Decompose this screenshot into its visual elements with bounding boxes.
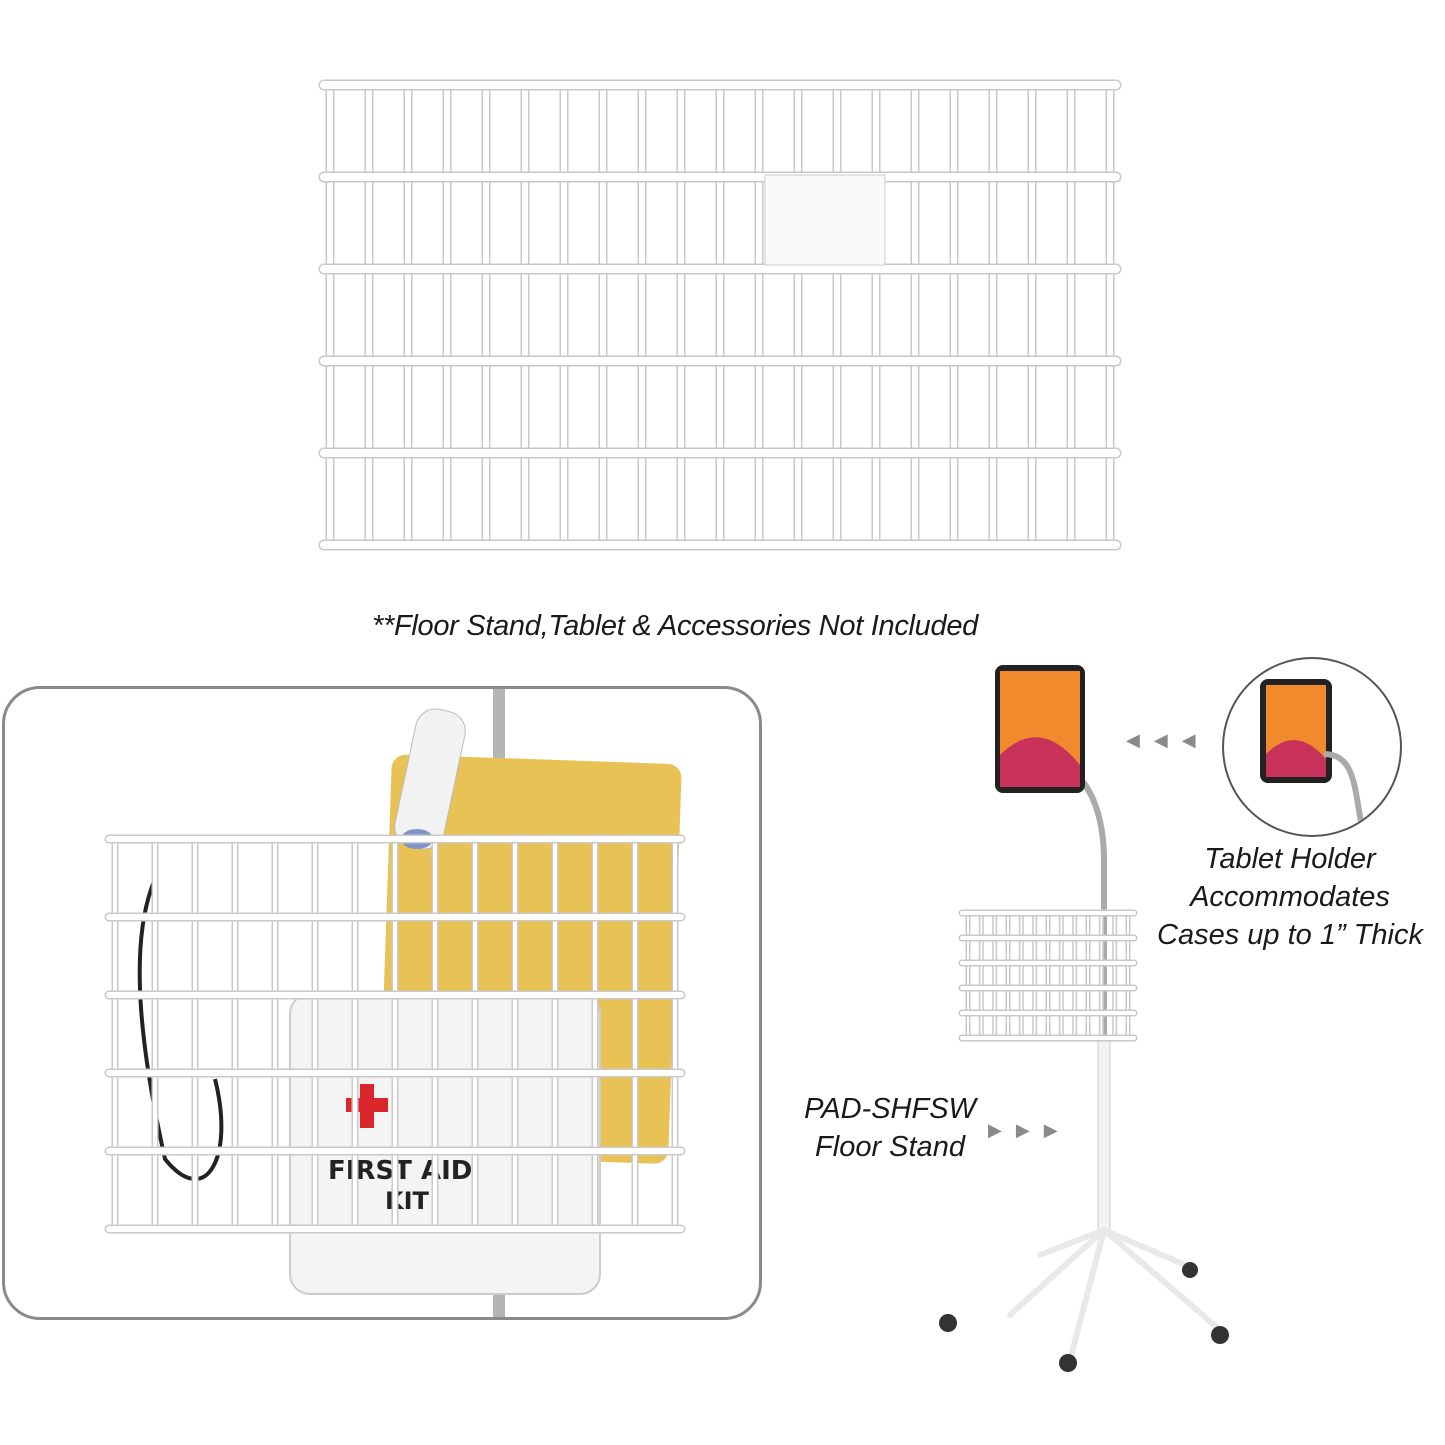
- tablet-holder-label-line: Tablet Holder: [1204, 843, 1376, 875]
- arrow-right-icon: ▶: [1043, 1120, 1072, 1140]
- floor-stand-label: PAD-SHFSW Floor Stand: [790, 1090, 990, 1166]
- floor-stand-label-line: Floor Stand: [815, 1131, 965, 1163]
- tablet-holder-label-line: Cases up to 1” Thick: [1157, 919, 1423, 951]
- stand-pointer-arrows: ▶▶▶: [988, 1120, 1072, 1141]
- not-included-caption: **Floor Stand,Tablet & Accessories Not I…: [372, 610, 978, 642]
- arrow-left-icon: ◀: [1153, 730, 1182, 750]
- arrow-right-icon: ▶: [988, 1120, 1016, 1140]
- floor-stand-image: [939, 665, 1229, 1372]
- mounting-plate: [764, 174, 886, 266]
- in-use-inset-panel: FIRST AID KIT: [2, 686, 762, 1320]
- tablet-holder-label-line: Accommodates: [1190, 881, 1390, 913]
- wire-basket: [318, 79, 1122, 551]
- arrow-left-icon: ◀: [1126, 730, 1154, 750]
- wire-basket: [958, 909, 1138, 1042]
- wire-basket-image: [318, 79, 1122, 551]
- basket-in-use-image: FIRST AID KIT: [104, 689, 686, 1317]
- tablet-pointer-arrows: ◀◀◀: [1126, 730, 1210, 751]
- arrow-right-icon: ▶: [1015, 1120, 1044, 1140]
- arrow-left-icon: ◀: [1181, 730, 1210, 750]
- wire-basket: [104, 834, 686, 1234]
- floor-stand-label-line: PAD-SHFSW: [804, 1093, 976, 1125]
- tablet-holder-detail-circle: [1222, 657, 1402, 837]
- first-aid-text: FIRST AID: [328, 1156, 472, 1186]
- tablet-holder-label: Tablet Holder Accommodates Cases up to 1…: [1140, 840, 1440, 954]
